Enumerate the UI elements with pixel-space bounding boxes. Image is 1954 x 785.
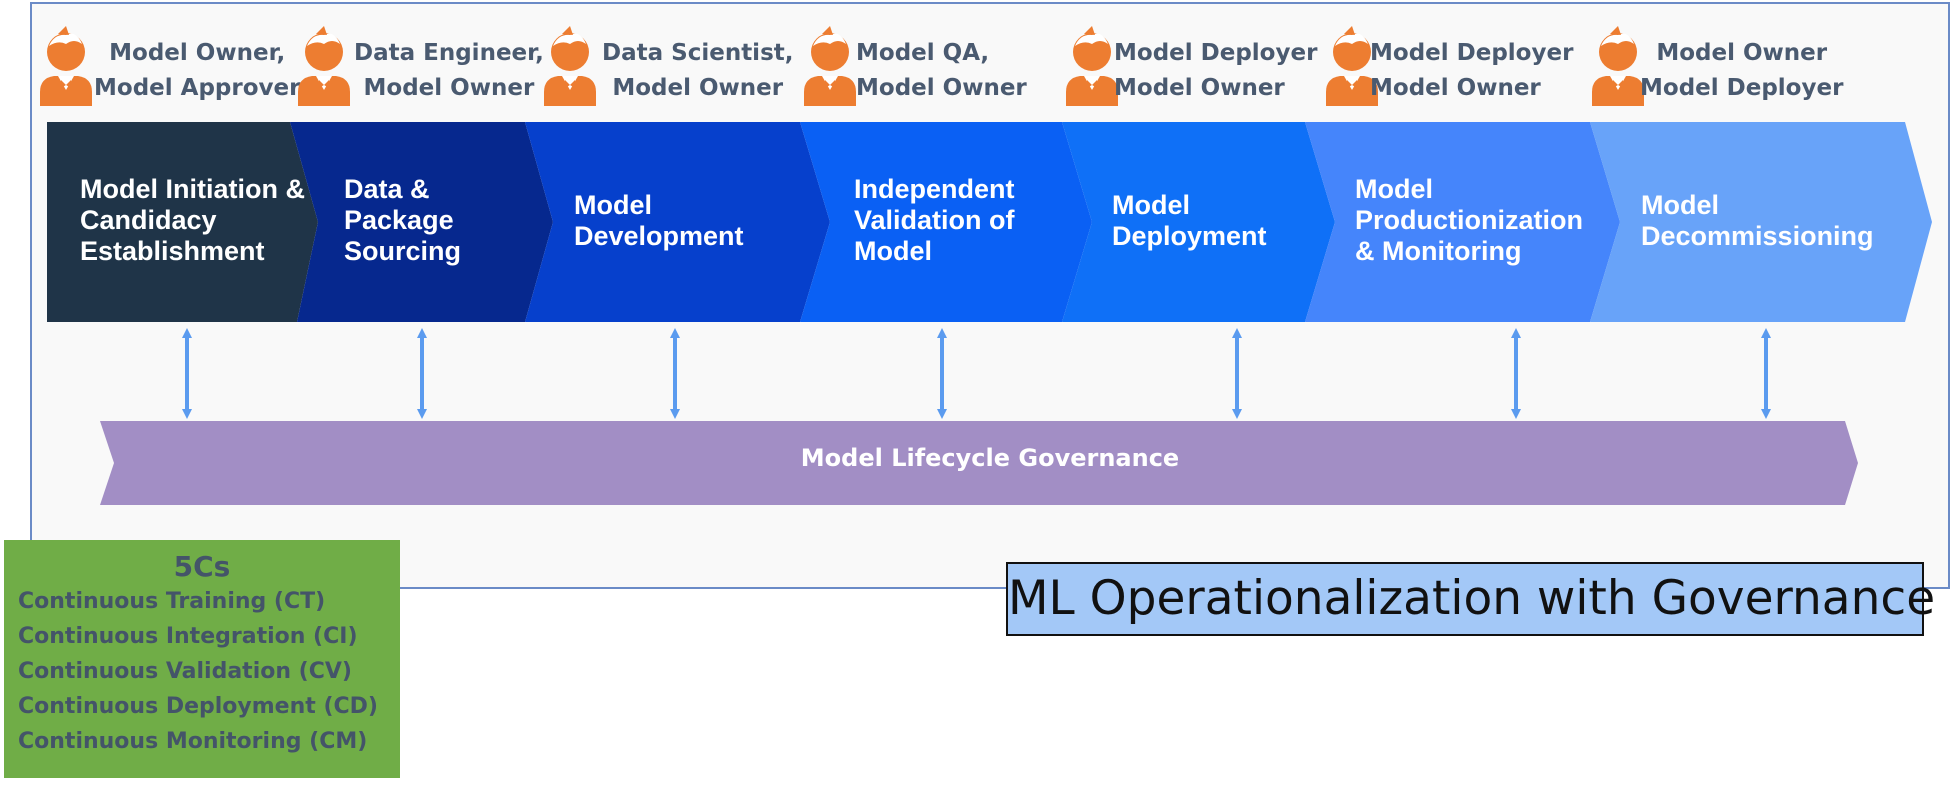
role-group-7: Model Owner Model Deployer [1588, 22, 1848, 112]
five-cs-item: Continuous Training (CT) [18, 589, 326, 614]
stage-chevron-validation [800, 122, 1092, 322]
role-text: Data Engineer, Model Owner [354, 36, 544, 106]
role-line: Data Scientist, [602, 40, 794, 66]
role-line: Model Owner [856, 75, 1027, 101]
role-line: Data Engineer, [354, 40, 544, 66]
role-text: Model Deployer Model Owner [1114, 36, 1317, 106]
stage-chevron-development [525, 122, 830, 322]
stage-label-deployment: Model Deployment [1112, 190, 1267, 251]
five-cs-item: Continuous Validation (CV) [18, 659, 352, 684]
role-text: Model QA, Model Owner [856, 36, 1027, 106]
person-icon [544, 26, 596, 106]
stage-label-validation: Independent Validation of Model [854, 174, 1015, 266]
five-cs-box: 5Cs Continuous Training (CT) Continuous … [4, 540, 400, 778]
role-line: Model QA, [856, 40, 990, 66]
role-group-5: Model Deployer Model Owner [1062, 22, 1322, 112]
role-group-4: Model QA, Model Owner [800, 22, 1050, 112]
role-text: Data Scientist, Model Owner [602, 36, 794, 106]
caption-box: ML Operationalization with Governance [1006, 562, 1935, 636]
stage-chevron-deployment [1062, 122, 1335, 322]
five-cs-title: 5Cs [173, 550, 231, 583]
five-cs-item: Continuous Monitoring (CM) [18, 729, 368, 754]
governance-band [100, 421, 1858, 505]
role-line: Model Owner [612, 75, 784, 101]
stage-label-initiation: Model Initiation & Candidacy Establishme… [80, 174, 305, 266]
governance-label: Model Lifecycle Governance [800, 444, 1180, 472]
stage-label-productionization: Model Productionization & Monitoring [1355, 174, 1583, 266]
role-group-3: Data Scientist, Model Owner [540, 22, 794, 112]
stage-chevron-productionization [1305, 122, 1620, 322]
role-group-2: Data Engineer, Model Owner [294, 22, 554, 112]
person-icon [1592, 26, 1644, 106]
role-line: Model Owner [1656, 40, 1828, 66]
role-line: Model Deployer [1114, 40, 1318, 66]
role-text: Model Owner, Model Approver [94, 36, 300, 106]
five-cs-item: Continuous Deployment (CD) [18, 694, 378, 719]
role-line: Model Deployer [1370, 40, 1574, 66]
stage-label-data-sourcing: Data & Package Sourcing [344, 174, 462, 266]
role-group-1: Model Owner, Model Approver [36, 22, 306, 112]
role-line: Model Owner, [109, 40, 286, 66]
role-text: Model Owner Model Deployer [1640, 36, 1843, 106]
role-line: Model Approver [94, 75, 301, 101]
person-icon [40, 26, 92, 106]
person-icon [804, 26, 856, 106]
role-line: Model Owner [1370, 75, 1541, 101]
stage-chevron-decommissioning [1590, 122, 1932, 322]
person-icon [1326, 26, 1378, 106]
role-group-6: Model Deployer Model Owner [1322, 22, 1582, 112]
role-line: Model Owner [1114, 75, 1285, 101]
stage-chevron-initiation [47, 122, 318, 322]
stage-label-development: Model Development [574, 190, 744, 251]
person-icon [1066, 26, 1118, 106]
stage-chevron-data-sourcing [290, 122, 553, 322]
role-line: Model Deployer [1640, 75, 1844, 101]
five-cs-item: Continuous Integration (CI) [18, 624, 358, 649]
stage-label-decommissioning: Model Decommissioning [1641, 190, 1874, 251]
role-line: Model Owner [363, 75, 535, 101]
person-icon [298, 26, 350, 106]
role-text: Model Deployer Model Owner [1370, 36, 1573, 106]
